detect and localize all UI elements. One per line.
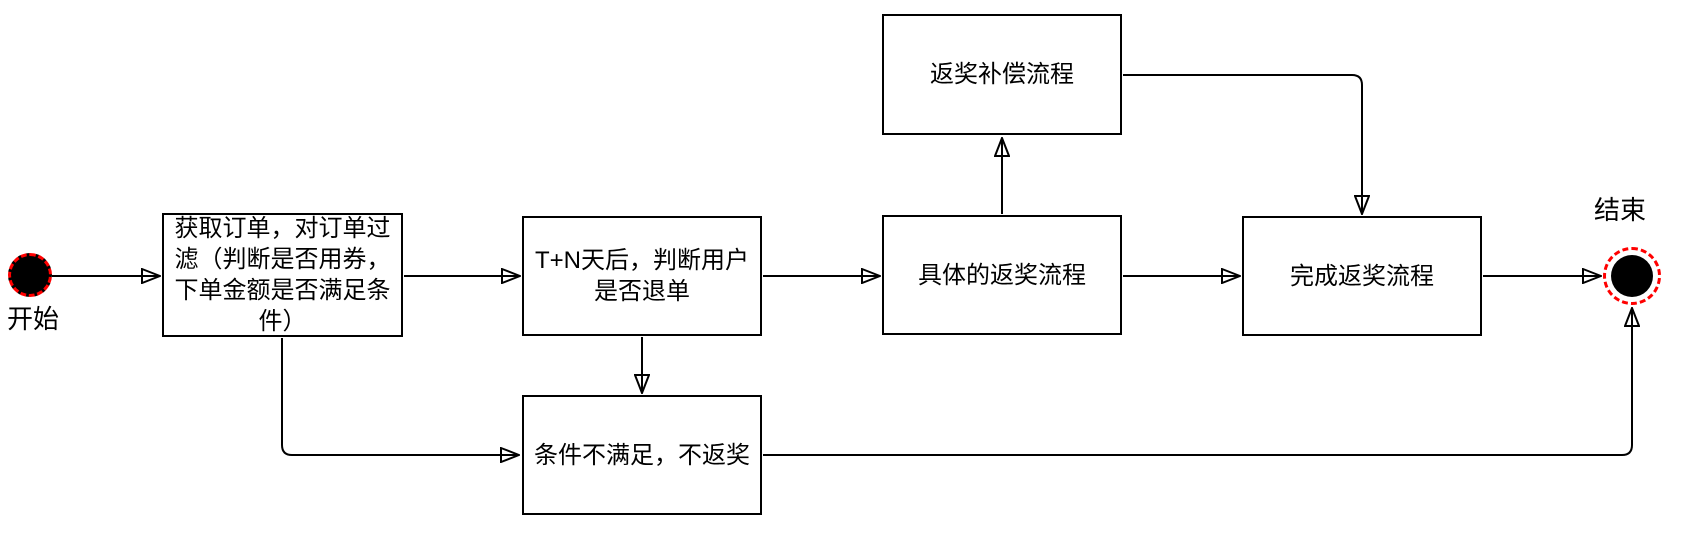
end-node-dot: [1611, 255, 1653, 297]
node-reward-compensation-label: 返奖补偿流程: [930, 61, 1074, 88]
node-reward-compensation: 返奖补偿流程: [882, 14, 1122, 135]
edge-compensation-to-complete: [1123, 74, 1362, 213]
node-wait-tn-days-label: T+N天后，判断用户是否退单: [534, 247, 749, 305]
node-no-reward-label: 条件不满足，不返奖: [534, 441, 750, 469]
edge-filter-order-to-no-reward: [281, 338, 518, 455]
node-reward-process-label: 具体的返奖流程: [918, 261, 1086, 289]
start-node: [8, 253, 52, 297]
node-no-reward: 条件不满足，不返奖: [522, 395, 762, 515]
end-node: [1603, 247, 1661, 305]
start-label: 开始: [6, 304, 59, 334]
node-complete-reward: 完成返奖流程: [1242, 216, 1482, 336]
node-filter-order-label: 获取订单，对订单过滤（判断是否用券，下单金额是否满足条件）: [174, 215, 391, 335]
node-complete-reward-label: 完成返奖流程: [1290, 262, 1434, 290]
node-wait-tn-days: T+N天后，判断用户是否退单: [522, 216, 762, 336]
node-reward-process: 具体的返奖流程: [882, 215, 1122, 335]
end-label: 结束: [1593, 195, 1646, 225]
node-filter-order: 获取订单，对订单过滤（判断是否用券，下单金额是否满足条件）: [162, 213, 403, 337]
